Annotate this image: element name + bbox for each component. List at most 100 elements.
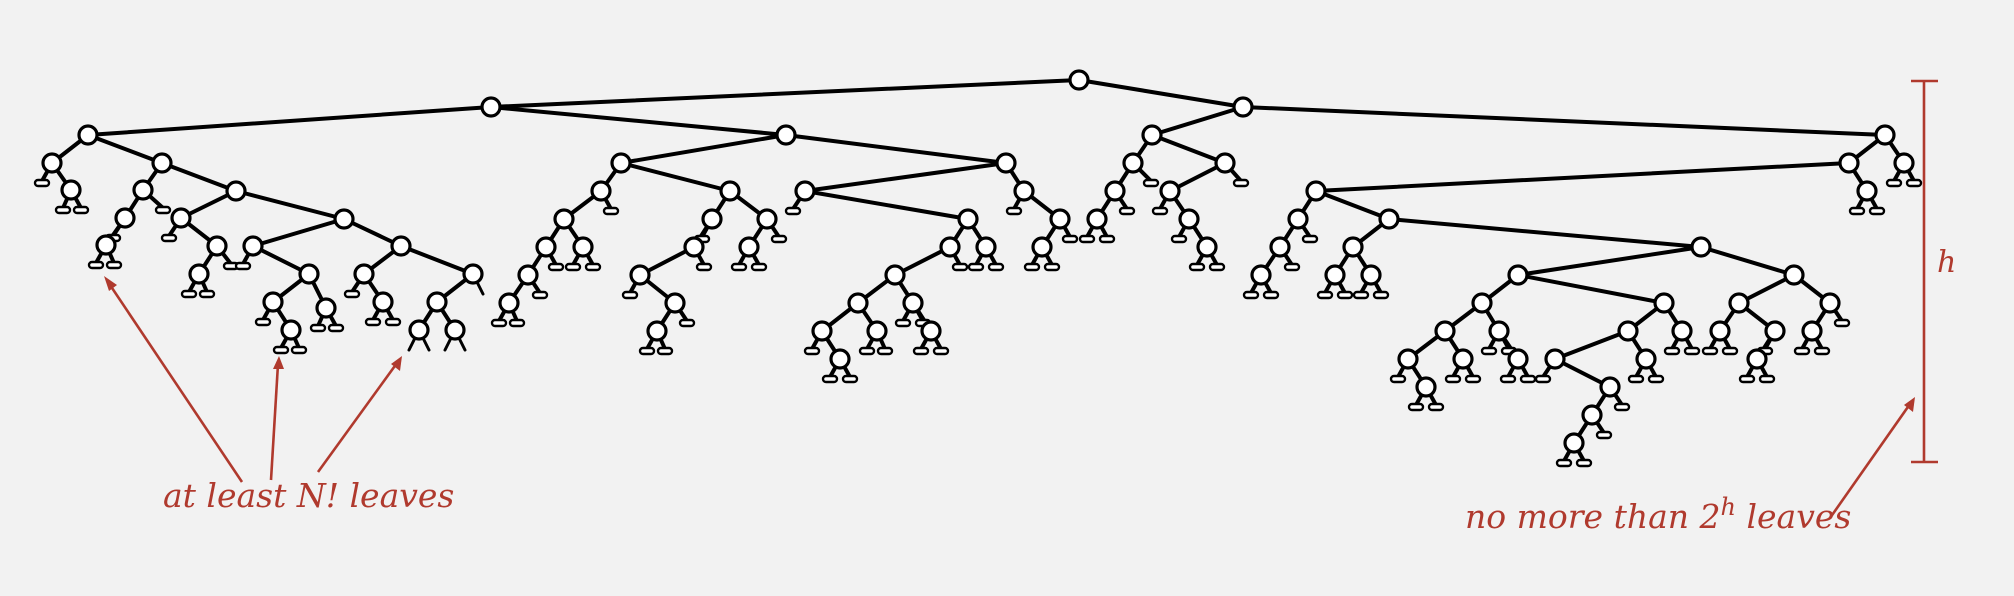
tree-node [298, 263, 320, 285]
tree-node [170, 207, 192, 229]
tree-node [480, 96, 502, 118]
tree-leaf [1813, 346, 1831, 356]
tree-leaf [1905, 178, 1923, 188]
tree-leaf [1301, 234, 1319, 244]
tree-leaf [327, 323, 345, 333]
right-annotation-label: no more than 2h leaves [1465, 493, 1851, 536]
tree-node [41, 152, 63, 174]
tree-leaf [1885, 178, 1903, 188]
tree-leaf [1519, 374, 1537, 384]
tree-leaf [1208, 262, 1226, 272]
tree-leaf [547, 262, 565, 272]
tree-node [756, 208, 778, 230]
tree-node [1874, 124, 1896, 146]
tree-leaf [987, 262, 1005, 272]
tree-leaf [508, 318, 526, 328]
tree-node [719, 180, 741, 202]
tree-node [1653, 292, 1675, 314]
tree-edge [1150, 105, 1245, 137]
tree-node [995, 152, 1017, 174]
tree-edge [1516, 273, 1666, 305]
tree-node [1635, 348, 1657, 370]
tree-edge [1314, 161, 1851, 193]
tree-leaf [254, 317, 272, 327]
tree-node [1305, 180, 1327, 202]
tree-leaf [1701, 346, 1719, 356]
tree-node [444, 319, 466, 341]
tree-node [1544, 348, 1566, 370]
tree-leaf [54, 205, 72, 215]
tree-node [114, 207, 136, 229]
tree-node [957, 208, 979, 230]
tree-leaf [951, 262, 969, 272]
tree-leaf [272, 345, 290, 355]
tree-leaf [1188, 262, 1206, 272]
tree-edge [1314, 189, 1391, 221]
tree-node [1324, 264, 1346, 286]
tree-node [517, 264, 539, 286]
tree-leaf [821, 374, 839, 384]
tree-edge [784, 133, 1008, 165]
tree-leaf [1118, 206, 1136, 216]
tree-edge [489, 78, 1081, 109]
tree-node [1581, 404, 1603, 426]
tree-node [1250, 264, 1272, 286]
tree-node [1378, 208, 1400, 230]
tree-node [372, 291, 394, 313]
tree-leaf [1444, 374, 1462, 384]
tree-node [1360, 264, 1382, 286]
tree-leaf [72, 205, 90, 215]
tree-node [132, 179, 154, 201]
tree-leaf [1061, 234, 1079, 244]
tree-leaf [1758, 374, 1776, 384]
tree-node [280, 319, 302, 341]
tree-leaf [584, 262, 602, 272]
tree-leaf [912, 346, 930, 356]
tree-node [408, 319, 430, 341]
left-annotation-label: at least N! leaves [163, 476, 454, 515]
tree-leaf [1738, 374, 1756, 384]
tree-node [1049, 208, 1071, 230]
tree-node [1728, 292, 1750, 314]
tree-node [610, 152, 632, 174]
tree-node [1617, 320, 1639, 342]
tree-edge [1150, 133, 1227, 165]
tree-leaves [33, 178, 1923, 468]
tree-node [1563, 432, 1585, 454]
tree-node [1159, 180, 1181, 202]
tree-node [1801, 320, 1823, 342]
tree-node [1507, 264, 1529, 286]
tree-node [1764, 320, 1786, 342]
tree-leaf [1098, 234, 1116, 244]
height-bracket: h [1911, 79, 1956, 464]
tree-node [920, 320, 942, 342]
tree-node [902, 292, 924, 314]
tree-leaf [1721, 346, 1739, 356]
tree-leaf [1868, 206, 1886, 216]
tree-leaf [1316, 290, 1334, 300]
tree-leaf [1142, 178, 1160, 188]
tree-leaf [621, 290, 639, 300]
tree-edge [619, 133, 788, 165]
tree-node [225, 180, 247, 202]
tree-node [1746, 348, 1768, 370]
arrowhead-1 [104, 276, 117, 291]
tree-leaf [638, 346, 656, 356]
tree-leaf [602, 206, 620, 216]
tree-node [1178, 208, 1200, 230]
tree-edge [1553, 329, 1630, 361]
tree-leaf [309, 323, 327, 333]
tree-leaf [1480, 346, 1498, 356]
tree-node [1214, 152, 1236, 174]
tree-leaf [1499, 374, 1517, 384]
tree-edge [399, 244, 475, 276]
tree-node [629, 264, 651, 286]
tree-edge [1699, 245, 1796, 277]
arrowhead-2 [273, 356, 284, 369]
tree-leaf [695, 262, 713, 272]
tree-leaf [1555, 458, 1573, 468]
tree-leaf [1534, 374, 1552, 384]
tree-leaf [730, 262, 748, 272]
tree-node [1893, 152, 1915, 174]
tree-node [775, 124, 797, 146]
